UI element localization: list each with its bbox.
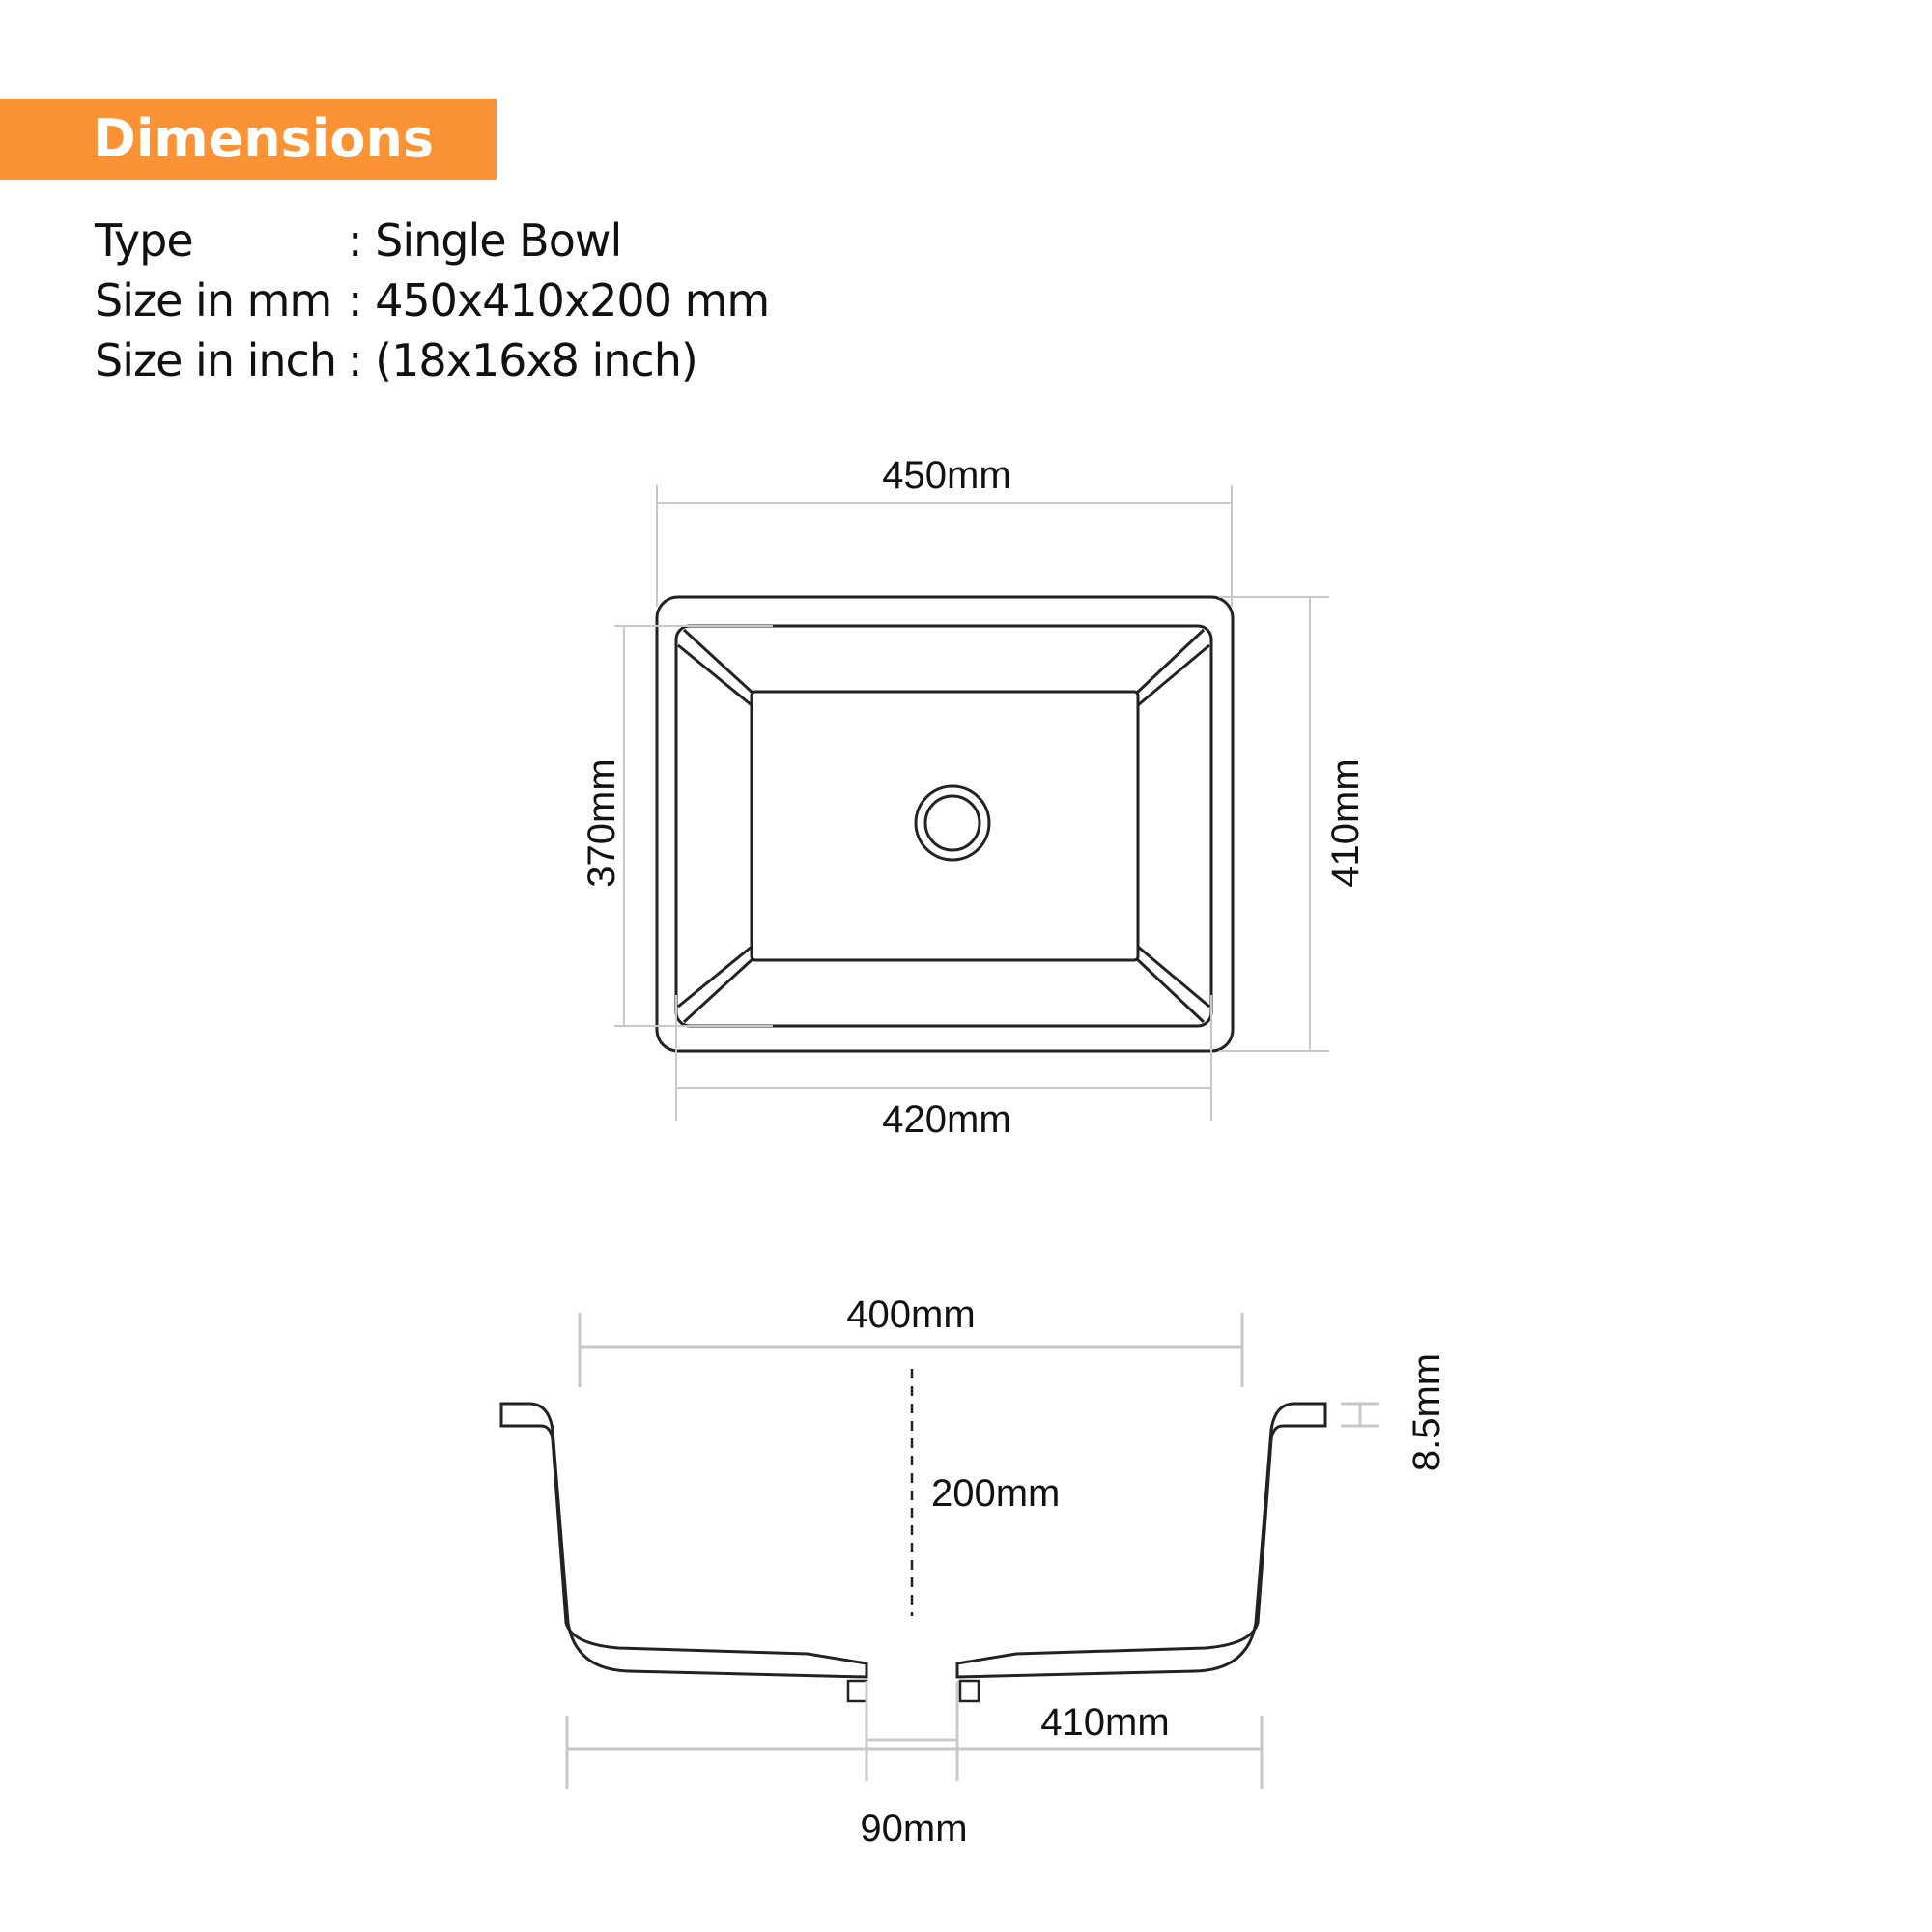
top-view: 450mm 370mm xyxy=(581,454,1367,1141)
spec-row-type: Type : Single Bowl xyxy=(95,214,622,267)
spec-value: : 450x410x200 mm xyxy=(348,274,770,327)
spec-label: Type xyxy=(95,214,194,267)
drain-outer-ring xyxy=(914,784,991,862)
section-view: 400mm 200mm 8.5mm 410mm 90 xyxy=(499,1293,1448,1850)
dimension-flange-thickness xyxy=(1341,1402,1379,1428)
inner-depth-label: 370mm xyxy=(581,758,623,887)
dimension-top-opening xyxy=(578,1313,1244,1387)
spec-value: : (18x16x8 inch) xyxy=(348,334,698,386)
outer-width-label: 450mm xyxy=(882,454,1010,497)
dimension-bottom-width xyxy=(565,1716,1264,1789)
bowl-depth-label: 200mm xyxy=(931,1472,1060,1515)
section-title: Dimensions xyxy=(93,108,435,169)
dimension-inner-depth xyxy=(614,625,773,1027)
inner-width-label: 420mm xyxy=(882,1098,1010,1141)
dimension-outer-depth xyxy=(1219,596,1329,1052)
sink-outer-rim xyxy=(655,595,1235,1053)
corner-bevels xyxy=(677,628,1210,1024)
dimension-inner-width xyxy=(675,995,1212,1121)
bowl-floor xyxy=(750,690,1140,962)
dimension-outer-width xyxy=(656,485,1233,607)
sink-profile-left xyxy=(499,1402,868,1679)
spec-label: Size in inch xyxy=(95,334,337,386)
dimension-drain-width xyxy=(865,1681,959,1781)
flange-thickness-label: 8.5mm xyxy=(1406,1353,1448,1471)
bottom-width-label: 410mm xyxy=(1040,1701,1169,1744)
dimensions-banner: Dimensions xyxy=(0,99,497,180)
bowl-inner-edge xyxy=(674,624,1213,1028)
spec-row-size-inch: Size in inch : (18x16x8 inch) xyxy=(95,334,698,386)
mounting-clip-left xyxy=(846,1679,868,1703)
drain-inner-ring xyxy=(923,794,981,852)
mounting-clip-right xyxy=(958,1679,980,1703)
spec-row-size-mm: Size in mm : 450x410x200 mm xyxy=(95,274,770,327)
outer-depth-label: 410mm xyxy=(1324,758,1367,887)
spec-label: Size in mm xyxy=(95,274,332,327)
spec-value: : Single Bowl xyxy=(348,214,622,267)
top-opening-label: 400mm xyxy=(846,1293,975,1336)
drain-width-label: 90mm xyxy=(860,1807,967,1850)
sink-profile-right xyxy=(955,1402,1327,1679)
